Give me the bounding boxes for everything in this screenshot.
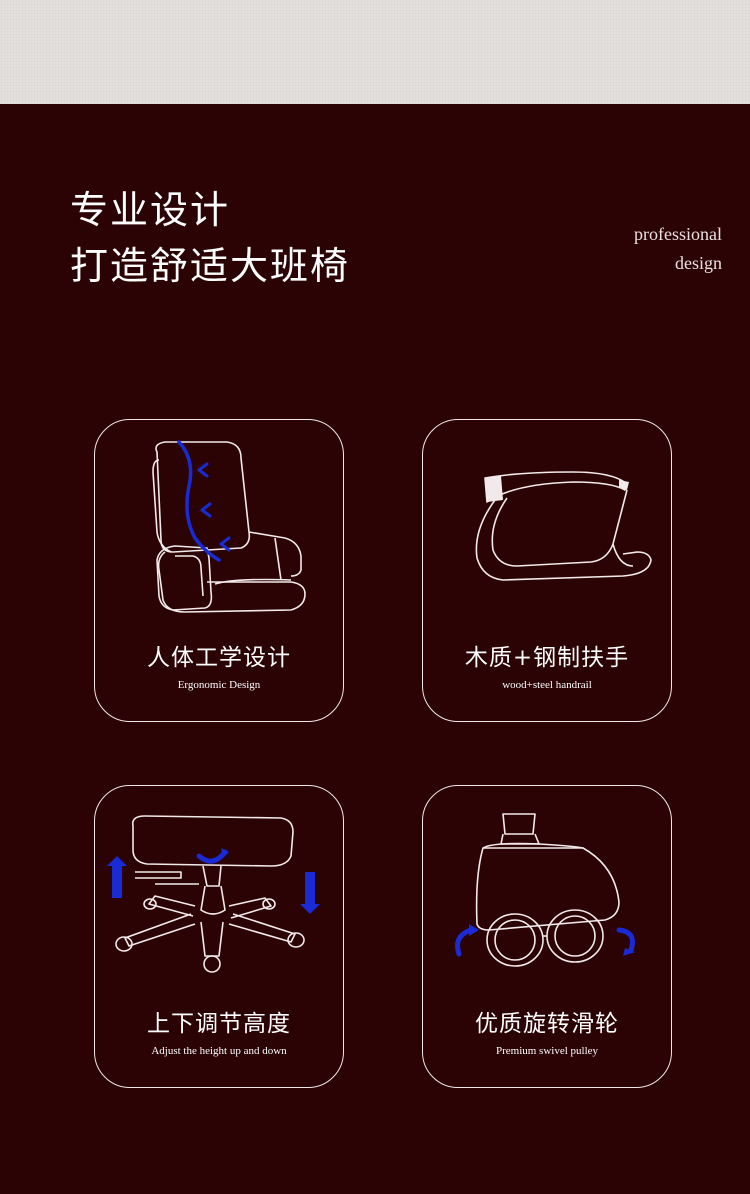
feature-title: 优质旋转滑轮 <box>475 1011 619 1037</box>
tagline-line-2: design <box>675 253 722 273</box>
page-title: 专业设计 打造舒适大班椅 <box>70 182 350 294</box>
feature-card-height: 上下调节高度 Adjust the height up and down <box>94 785 344 1088</box>
title-line-2: 打造舒适大班椅 <box>70 244 351 288</box>
feature-title: 上下调节高度 <box>147 1011 291 1037</box>
caster-wheel-icon <box>455 813 635 967</box>
feature-title: 人体工学设计 <box>147 645 291 671</box>
top-band <box>0 0 750 104</box>
height-adjust-icon <box>107 815 320 973</box>
feature-card-ergonomic: 人体工学设计 Ergonomic Design <box>94 419 344 722</box>
feature-subtitle: Adjust the height up and down <box>151 1045 287 1057</box>
feature-subtitle: Premium swivel pulley <box>495 1045 599 1057</box>
title-line-1: 专业设计 <box>70 188 231 232</box>
armrest-icon <box>475 471 652 581</box>
tagline: professional design <box>634 220 722 278</box>
feature-subtitle: wood+steel handrail <box>502 679 592 691</box>
feature-title: 木质+钢制扶手 <box>464 645 630 671</box>
feature-card-armrest: 木质+钢制扶手 wood+steel handrail <box>422 419 672 722</box>
ergonomic-chair-icon <box>152 440 306 613</box>
feature-subtitle: Ergonomic Design <box>177 679 261 691</box>
feature-card-caster: 优质旋转滑轮 Premium swivel pulley <box>422 785 672 1088</box>
tagline-line-1: professional <box>634 224 722 244</box>
